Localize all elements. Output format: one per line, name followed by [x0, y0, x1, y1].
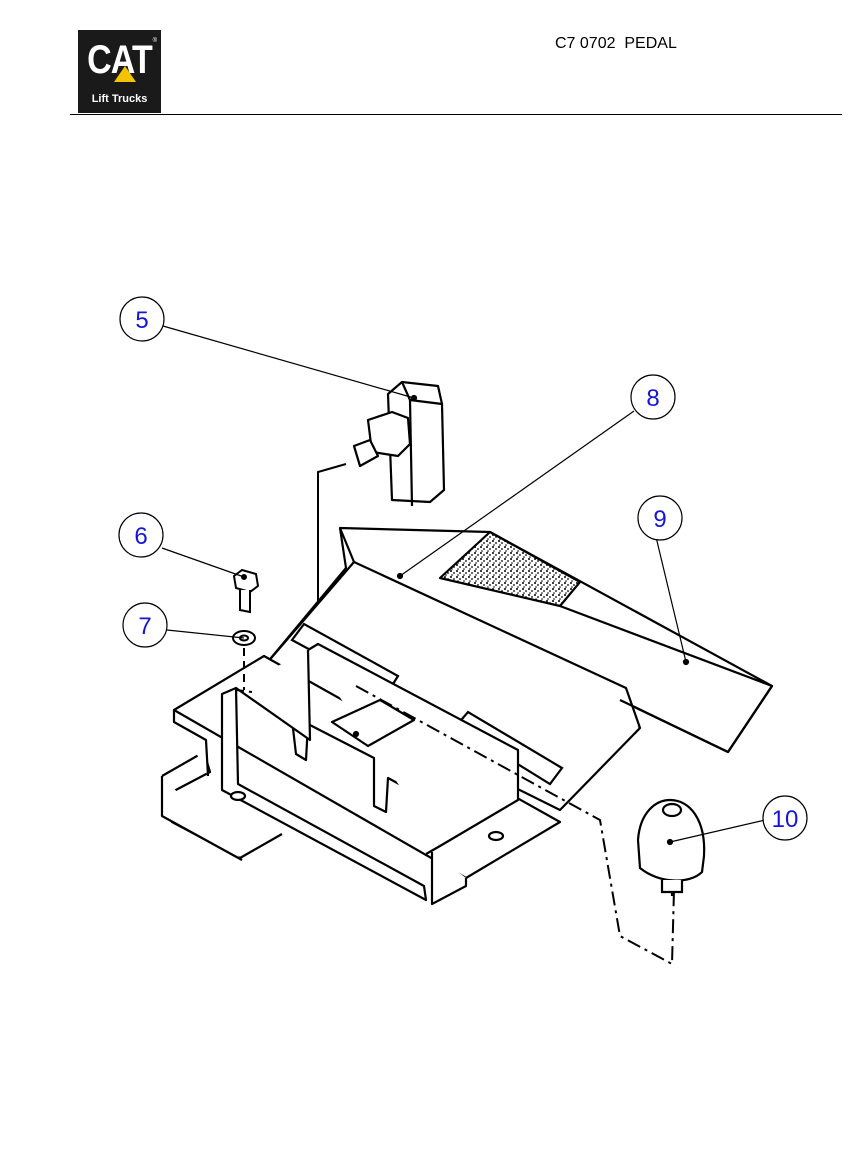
logo-triangle-icon [114, 66, 136, 82]
bolt-axis-line [235, 648, 253, 693]
callout-6: 6 [118, 512, 164, 558]
callout-8: 8 [630, 374, 676, 420]
bolt-part [232, 568, 260, 614]
header-divider [70, 114, 842, 115]
callout-7: 7 [122, 602, 168, 648]
mounting-bracket [160, 642, 562, 906]
cat-lift-trucks-logo: CAT ® Lift Trucks [78, 30, 161, 113]
centerline [355, 685, 675, 966]
document-title: C7 0702 PEDAL [555, 35, 677, 52]
callout-label: 5 [135, 307, 148, 334]
switch-part [352, 380, 446, 507]
callout-5: 5 [119, 296, 165, 342]
logo-subtitle: Lift Trucks [91, 93, 148, 105]
leader-lines [161, 325, 766, 843]
logo-registered-mark: ® [152, 38, 157, 44]
callout-label: 10 [772, 806, 799, 833]
callout-label: 8 [646, 385, 659, 412]
callout-9: 9 [637, 495, 683, 541]
callout-label: 6 [134, 523, 147, 550]
callout-10: 10 [762, 795, 808, 841]
callout-label: 9 [653, 506, 666, 533]
pedal-plate [264, 526, 774, 812]
bumper-part [636, 798, 706, 896]
callout-label: 7 [138, 613, 151, 640]
tread-pad [438, 530, 774, 754]
